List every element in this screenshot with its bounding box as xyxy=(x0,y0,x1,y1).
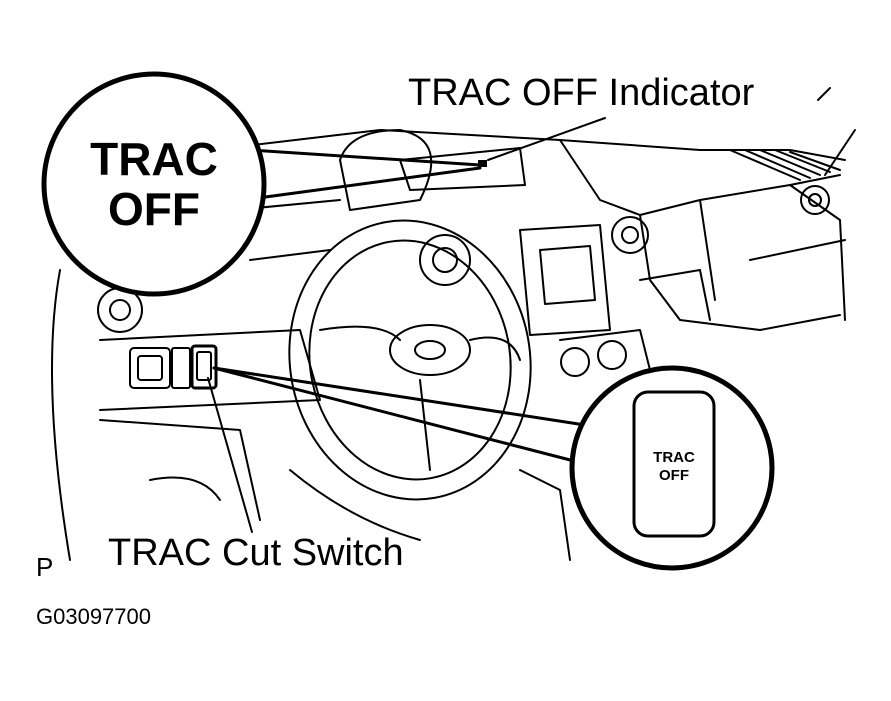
view-marker: P xyxy=(36,552,54,582)
switch-zoom-connector-lower xyxy=(212,366,580,464)
indicator-zoom-text-line2: OFF xyxy=(108,183,200,235)
trac-cut-switch-label: TRAC Cut Switch xyxy=(108,532,404,574)
callout-leader-lines xyxy=(207,117,606,533)
indicator-zoom-connector-upper xyxy=(248,148,482,167)
trac-off-indicator-label: TRAC OFF Indicator xyxy=(408,72,755,114)
figure-code: G03097700 xyxy=(36,604,151,629)
indicator-zoom-text-line1: TRAC xyxy=(90,133,218,185)
indicator-zoom-circle: TRAC OFF xyxy=(41,71,267,297)
indicator-leader-line xyxy=(487,117,606,161)
switch-button-outline xyxy=(632,390,716,538)
switch-leader-line xyxy=(207,377,253,533)
switch-zoom-text-line1: TRAC xyxy=(653,449,695,466)
switch-zoom-connector-upper xyxy=(212,366,587,427)
indicator-marker xyxy=(478,160,487,167)
switch-zoom-text-line2: OFF xyxy=(659,467,689,484)
switch-zoom-circle: TRAC OFF xyxy=(569,365,775,571)
indicator-zoom-connector-lower xyxy=(256,166,482,200)
